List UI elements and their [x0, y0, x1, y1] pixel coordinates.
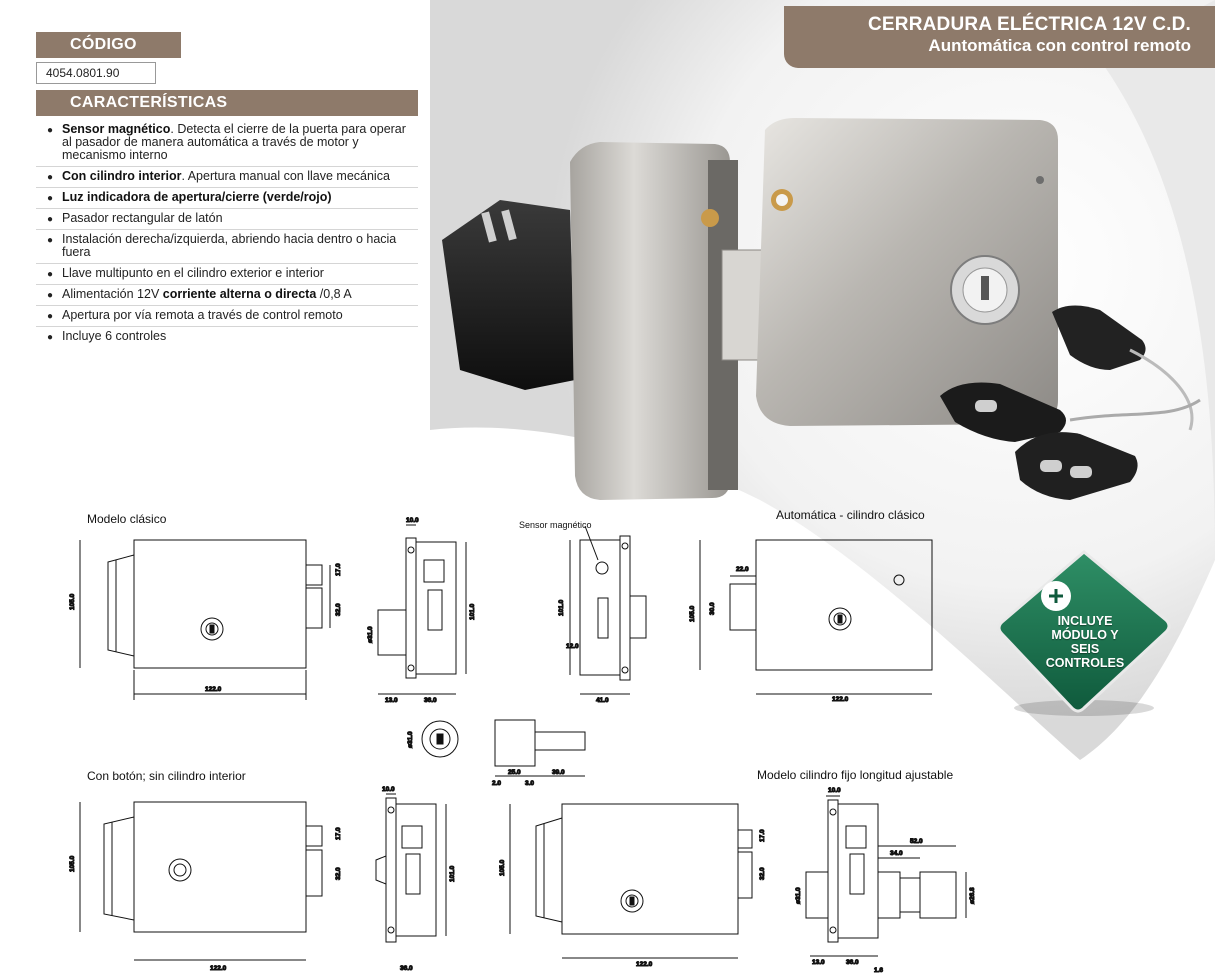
dim-13: 13.0: [385, 697, 398, 704]
dim-25: 25.0: [508, 769, 521, 776]
dim-16: 1.6: [874, 967, 883, 974]
dim-10: 10.0: [406, 517, 419, 524]
list-item: ●Incluye 6 controles: [47, 329, 167, 343]
bullet-icon: ●: [47, 290, 54, 301]
dim-36b: 36.0: [400, 965, 413, 972]
bullet-icon: ●: [47, 235, 54, 246]
dim-30: 30.0: [709, 602, 716, 615]
product-photo: [442, 118, 1201, 500]
list-item: ●Sensor magnético. Detecta el cierre de …: [36, 120, 418, 167]
badge-icon: [997, 550, 1171, 716]
drawing-con-boton-side: [375, 793, 447, 943]
technical-drawings: 122.0 105.0 17.0 32.0 10.0 ø31.0 101.0 1…: [69, 517, 977, 975]
drawing-title-automatica: Automática - cilindro clásico: [776, 508, 925, 522]
sensor-label: Sensor magnético: [519, 520, 592, 530]
dim-10c: 10.0: [828, 787, 841, 794]
dim-32: 32.0: [335, 603, 342, 616]
dim-31b: ø31.0: [407, 731, 414, 748]
lock-body: [756, 118, 1058, 426]
dim-10b: 10.0: [382, 786, 395, 793]
dim-105d: 105.0: [499, 859, 506, 876]
list-item: ●Luz indicadora de apertura/cierre (verd…: [36, 188, 418, 209]
feature-list: ●Sensor magnético. Detecta el cierre de …: [36, 120, 418, 347]
dim-122c: 122.0: [210, 965, 227, 972]
title-banner: CERRADURA ELÉCTRICA 12V C.D. Auntomática…: [784, 6, 1215, 68]
badge-text: INCLUYE MÓDULO Y SEIS CONTROLES: [1045, 614, 1125, 670]
product-subtitle: Auntomática con control remoto: [928, 36, 1191, 55]
list-item: ●Pasador rectangular de latón: [36, 209, 418, 230]
dim-34: 34.0: [890, 850, 903, 857]
dim-12: 12.0: [566, 643, 579, 650]
dim-39: 39.0: [552, 769, 565, 776]
drawing-cilindro-fijo-front: [509, 803, 753, 959]
dim-36: 36.0: [424, 697, 437, 704]
bullet-icon: ●: [47, 332, 54, 343]
drawing-automatica-front: [699, 539, 933, 695]
dim-101c: 101.0: [449, 865, 456, 882]
bullet-icon: ●: [47, 311, 54, 322]
dim-122d: 122.0: [636, 961, 653, 968]
codigo-value: 4054.0801.90: [36, 62, 156, 84]
drawing-modelo-clasico-front: [79, 539, 331, 700]
drawing-cylinder-detail: [421, 719, 586, 777]
dim-3: 3.0: [525, 780, 534, 787]
dim-52: 52.0: [910, 838, 923, 845]
dim-105c: 105.0: [69, 855, 76, 872]
dim-22: 22.0: [736, 566, 749, 573]
remote-controls: [940, 305, 1201, 500]
list-item: ●Llave multipunto en el cilindro exterio…: [36, 264, 418, 285]
codigo-header: CÓDIGO: [36, 32, 181, 58]
dim-41: 41.0: [596, 697, 609, 704]
product-title: CERRADURA ELÉCTRICA 12V C.D.: [868, 14, 1191, 35]
dim-2: 2.0: [492, 780, 501, 787]
list-item: ●Con cilindro interior. Apertura manual …: [36, 167, 418, 188]
dim-26: ø26.8: [969, 887, 976, 904]
bullet-icon: ●: [47, 125, 54, 136]
bullet-icon: ●: [47, 269, 54, 280]
dim-122b: 122.0: [832, 696, 849, 703]
dim-32c: 32.0: [759, 867, 766, 880]
bullet-icon: ●: [47, 172, 54, 183]
list-item: ●Alimentación 12V corriente alterna o di…: [36, 285, 418, 306]
dim-17: 17.0: [335, 563, 342, 576]
drawing-title-con-boton: Con botón; sin cilindro interior: [87, 769, 246, 783]
dim-105b: 105.0: [689, 605, 696, 622]
caracteristicas-header: CARACTERÍSTICAS: [36, 90, 418, 116]
dim-31c: ø31.0: [795, 887, 802, 904]
drawing-modelo-clasico-side: [377, 524, 467, 695]
list-item: ●Apertura por vía remota a través de con…: [36, 306, 418, 327]
list-item: ●Instalación derecha/izquierda, abriendo…: [36, 230, 418, 264]
drawing-title-cilindro-fijo: Modelo cilindro fijo longitud ajustable: [757, 768, 954, 782]
drawing-title-modelo-clasico: Modelo clásico: [87, 512, 167, 526]
bullet-icon: ●: [47, 214, 54, 225]
dim-36c: 36.0: [846, 959, 859, 966]
dim-105: 105.0: [69, 593, 76, 610]
bullet-icon: ●: [47, 193, 54, 204]
drawing-sensor-side: [569, 525, 647, 695]
drawing-con-boton-front: [79, 801, 323, 961]
dim-122: 122.0: [205, 686, 222, 693]
dim-101b: 101.0: [558, 599, 565, 616]
power-adapter: [442, 200, 575, 390]
dim-31: ø31.0: [367, 626, 374, 643]
drawing-cilindro-fijo-side: [805, 795, 967, 957]
dim-13b: 13.0: [812, 959, 825, 966]
dim-32b: 32.0: [335, 867, 342, 880]
dim-17b: 17.0: [335, 827, 342, 840]
dim-101: 101.0: [469, 603, 476, 620]
dim-17c: 17.0: [759, 829, 766, 842]
